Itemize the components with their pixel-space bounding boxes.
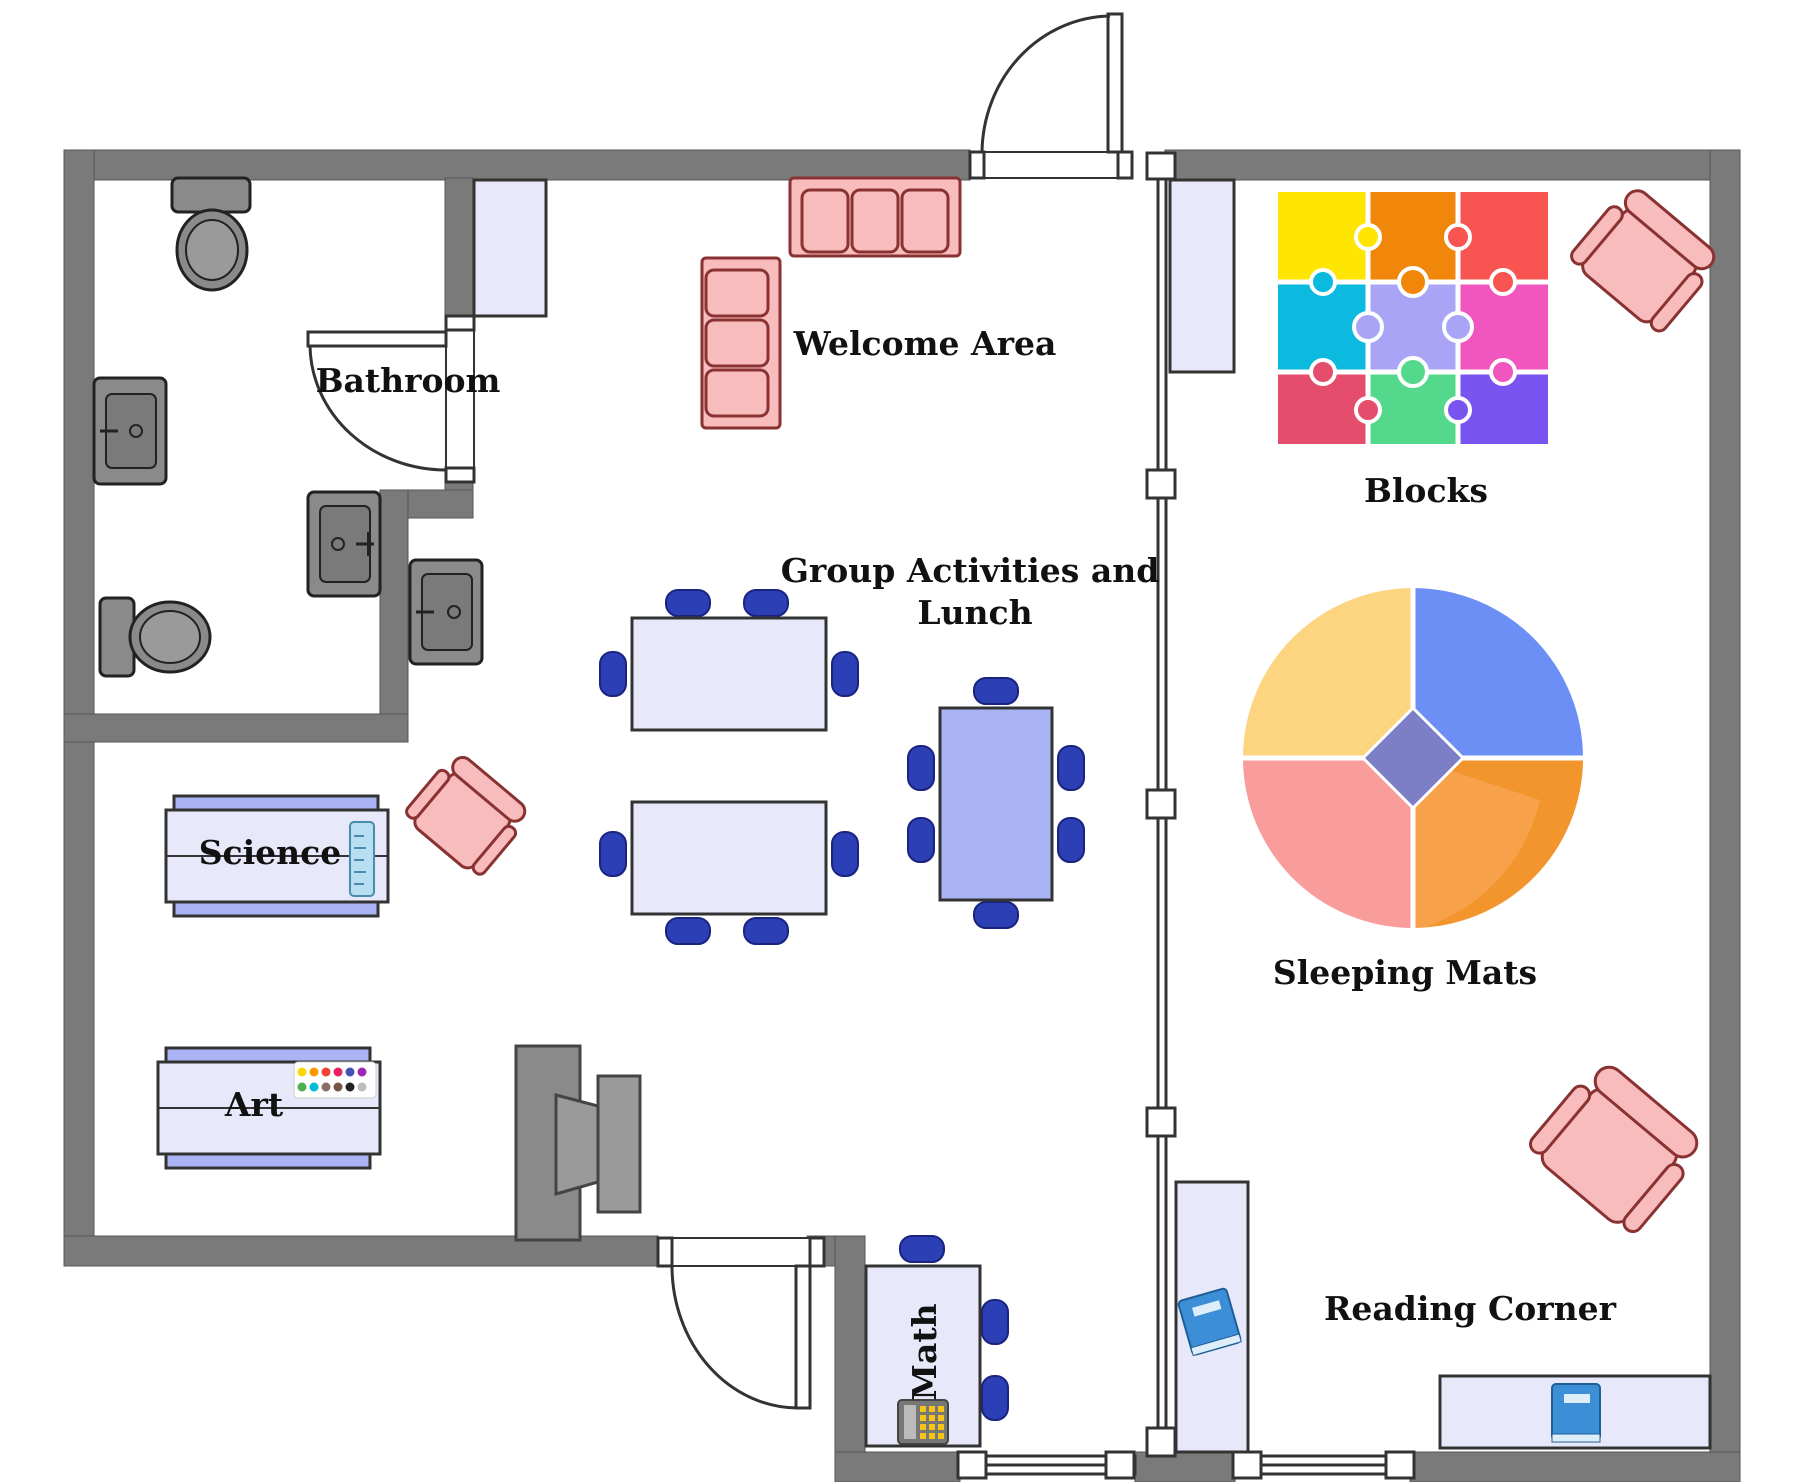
wall-left: [63, 149, 95, 1263]
wall-top-left: [63, 149, 971, 181]
window-icon: [1231, 1450, 1416, 1480]
sofa-horizontal: [788, 176, 962, 258]
label-welcome-area: Welcome Area: [793, 324, 1057, 363]
label-art: Art: [224, 1085, 284, 1124]
armchair-pink: [1528, 1065, 1699, 1234]
chair-navy: [907, 677, 1085, 929]
door-swing-icon[interactable]: [968, 12, 1134, 180]
wall-bottom-right-a: [834, 1451, 961, 1482]
label-science: Science: [199, 833, 342, 872]
teacher-desk: [514, 1044, 642, 1242]
math-table: [864, 1235, 1009, 1448]
wall-math-left: [834, 1235, 866, 1482]
sofa-vertical: [700, 256, 782, 430]
partition-wall: [1145, 151, 1177, 1458]
partition-post: [1145, 788, 1177, 820]
door-swing-icon[interactable]: [306, 314, 476, 484]
walls: [63, 149, 1741, 1482]
wall-bottom-right-c: [1409, 1451, 1741, 1482]
wall-right: [1709, 149, 1741, 1482]
label-group-activities-line1: Group Activities and: [781, 551, 1160, 590]
door-swing-icon[interactable]: [656, 1236, 826, 1410]
partition-post: [1145, 468, 1177, 500]
bathroom-wall-step-v: [379, 489, 409, 741]
partition-post: [1145, 1426, 1177, 1458]
chair-navy: [599, 831, 859, 945]
chair-navy: [899, 1235, 1009, 1421]
sink-icon: [408, 558, 484, 666]
puzzle-mat: [1278, 192, 1548, 444]
bathroom-wall-bottom: [63, 713, 409, 743]
label-blocks: Blocks: [1364, 471, 1488, 510]
bathroom-wall-inner-top: [444, 177, 474, 317]
sink-icon: [92, 376, 168, 486]
art-table: [156, 1046, 382, 1170]
calculator-icon: [897, 1399, 949, 1445]
book-icon: [1177, 1287, 1242, 1357]
armchair-pink: [1570, 189, 1716, 333]
shelf-blocks: [1168, 178, 1236, 374]
label-bathroom: Bathroom: [316, 361, 501, 400]
partition-post: [1145, 1106, 1177, 1138]
sleeping-mat-circle: [1241, 586, 1585, 930]
group-table-right: [907, 677, 1085, 929]
partition-post: [1145, 151, 1177, 181]
shelf-welcome: [472, 178, 548, 318]
ruler-icon: [349, 821, 375, 897]
label-sleeping-mats: Sleeping Mats: [1273, 953, 1537, 992]
label-group-activities-line2: Lunch: [917, 593, 1032, 632]
window-icon: [956, 1450, 1137, 1480]
sink-icon: [306, 490, 382, 598]
label-reading-corner: Reading Corner: [1324, 1289, 1617, 1328]
group-table-bottom-left: [599, 800, 859, 945]
science-table: [164, 794, 390, 918]
toilet-icon: [170, 176, 252, 292]
armchair-pink: [405, 756, 527, 876]
wall-top-right: [1164, 149, 1741, 181]
book-icon: [1551, 1383, 1601, 1443]
label-math: Math: [905, 1303, 944, 1400]
paint-palette-icon: [293, 1061, 377, 1099]
chair-navy: [599, 589, 859, 697]
group-table-top-left: [599, 589, 859, 732]
toilet-icon: [98, 596, 212, 678]
